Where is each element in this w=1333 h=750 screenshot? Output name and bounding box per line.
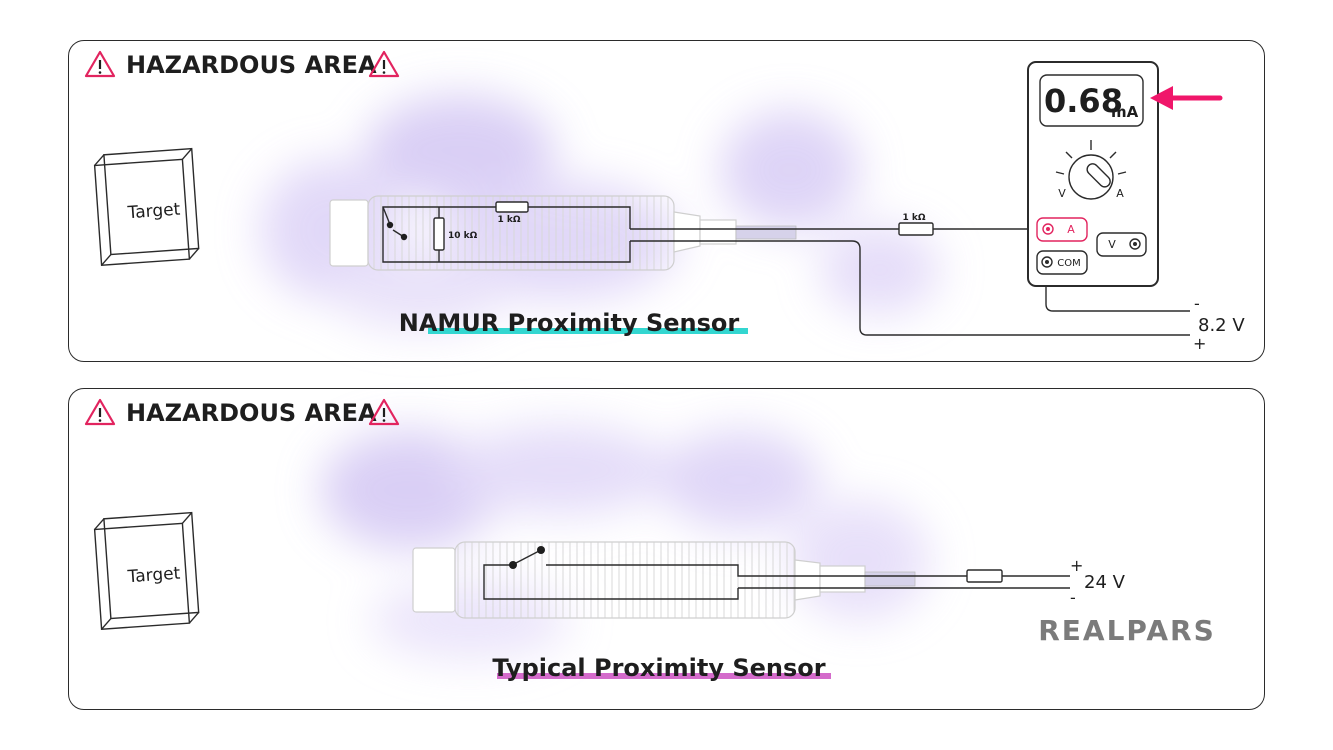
jack-com-label: COM [1057, 258, 1080, 269]
typical-hazard-label: HAZARDOUS AREA [126, 399, 377, 427]
jack-v-label: V [1108, 238, 1116, 251]
jack-com [1036, 250, 1088, 275]
namur-title: NAMUR Proximity Sensor [399, 309, 740, 337]
namur-switch-contact [400, 233, 408, 241]
typical-supply-plus: + [1070, 556, 1083, 575]
typical-resistor [966, 569, 1003, 583]
dial-label-a: A [1116, 187, 1124, 200]
resistor-10k [433, 217, 445, 251]
namur-supply-minus: - [1194, 294, 1200, 313]
namur-sensor-body [329, 195, 797, 271]
typical-switch-contact [537, 546, 545, 554]
jack-a-label: A [1067, 223, 1075, 236]
namur-hazard-label: HAZARDOUS AREA [126, 51, 377, 79]
namur-wiring [630, 228, 1190, 336]
typical-title-underline [497, 673, 831, 679]
multimeter-unit: mA [1111, 103, 1139, 121]
realpars-logo: REALPARS [1038, 614, 1216, 647]
typical-internal-circuit [483, 549, 739, 600]
multimeter-dial [1055, 140, 1127, 200]
namur-target-box: Target [93, 147, 200, 266]
typical-wiring [737, 566, 1070, 589]
multimeter: 0.68 mA V A A V COM [1027, 61, 1159, 287]
typical-target-label: Target [126, 564, 181, 588]
resistor-1k-external [898, 222, 934, 236]
resistor-1k-internal [495, 201, 529, 213]
namur-switch-contact [386, 221, 394, 229]
warning-icon [368, 50, 400, 78]
resistor-1k-external-label: 1 kΩ [902, 213, 925, 223]
namur-supply-voltage: 8.2 V [1198, 315, 1245, 336]
namur-supply-plus: + [1193, 334, 1206, 353]
typical-title: Typical Proximity Sensor [492, 654, 825, 682]
namur-hazard-header: HAZARDOUS AREA [84, 50, 400, 79]
typical-supply-voltage: 24 V [1084, 572, 1126, 593]
warning-icon [368, 398, 400, 426]
reading-arrow [1150, 86, 1223, 110]
dial-label-v: V [1058, 187, 1066, 200]
typical-switch-contact [509, 561, 517, 569]
namur-title-underline [428, 328, 748, 334]
typical-hazard-header: HAZARDOUS AREA [84, 398, 400, 427]
multimeter-display [1039, 74, 1144, 127]
typical-target-box: Target [93, 511, 200, 630]
warning-icon [84, 50, 116, 78]
resistor-10k-label: 10 kΩ [448, 231, 478, 241]
warning-icon [84, 398, 116, 426]
typical-supply-minus: - [1070, 588, 1076, 607]
resistor-1k-internal-label: 1 kΩ [497, 215, 520, 225]
multimeter-reading: 0.68 [1044, 82, 1123, 120]
namur-target-label: Target [126, 200, 181, 224]
